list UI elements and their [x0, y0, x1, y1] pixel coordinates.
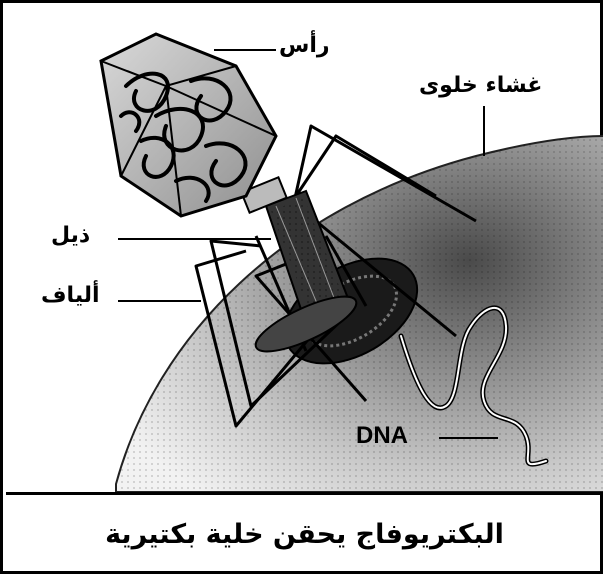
capsid-head [101, 34, 276, 216]
label-tail: ذيل [51, 223, 90, 248]
label-dna: DNA [356, 422, 408, 450]
label-fibers: ألياف [41, 283, 100, 308]
label-head: رأس [279, 33, 330, 58]
label-membrane: غشاء خلوى [419, 73, 542, 98]
figure-caption: البكتريوفاج يحقن خلية بكتيرية [6, 495, 603, 574]
